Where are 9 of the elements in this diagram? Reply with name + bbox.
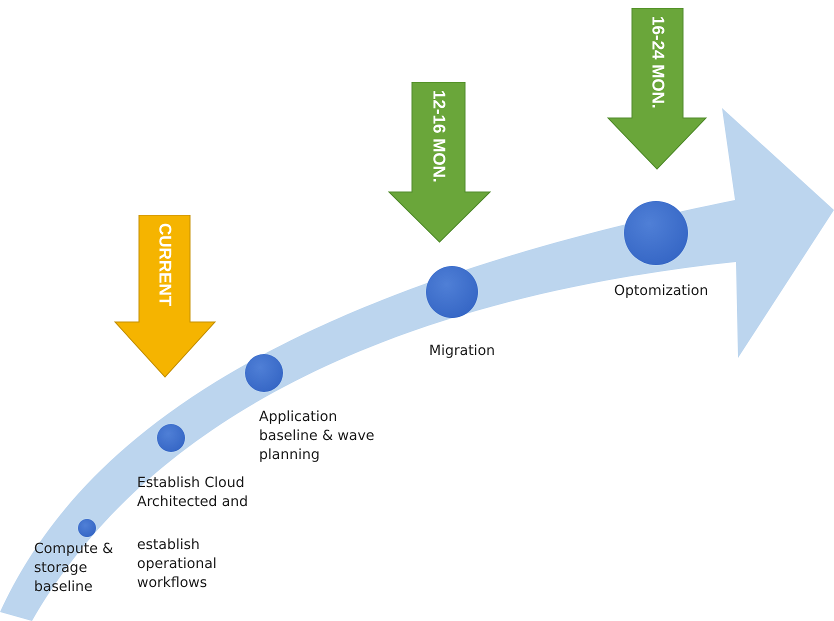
milestone-label: Migration [429,342,496,361]
milestone-label: establish operational workflows [137,536,218,593]
milestone-label: Optomization [614,282,710,301]
milestone-label: Application baseline & wave planning [259,408,376,465]
phase-label: 12-16 MON. [428,90,448,183]
phase-label: CURRENT [154,223,174,306]
phase-label: 16-24 MON. [648,16,668,109]
milestone-label: Compute & storage baseline [34,540,114,597]
milestone-label: Establish Cloud Architected and [137,474,250,512]
